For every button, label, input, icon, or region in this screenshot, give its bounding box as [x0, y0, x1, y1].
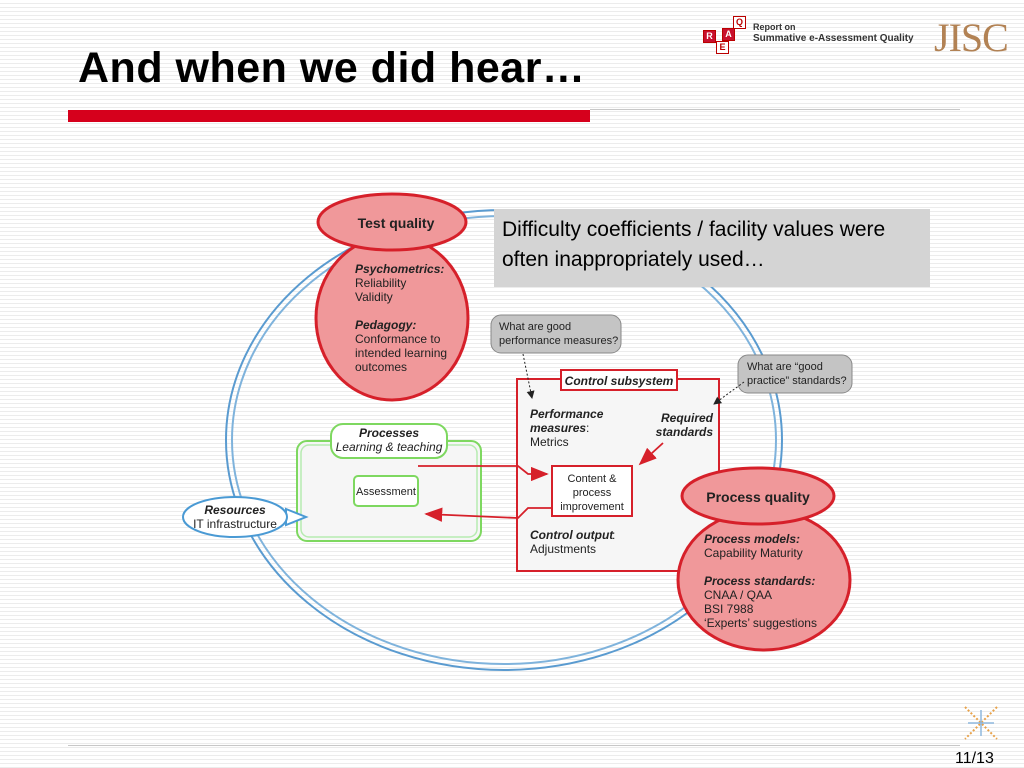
assessment-box — [353, 475, 419, 507]
assessment-label: Assessment — [356, 486, 416, 498]
required-standards-label: Required — [661, 411, 714, 425]
title-underline-bar — [68, 110, 590, 122]
pedagogy-item: intended learning — [355, 346, 447, 360]
control-subsystem-group: Control subsystem Performance measures :… — [418, 369, 720, 572]
process-models-item: Capability Maturity — [704, 546, 803, 560]
process-quality-header — [680, 466, 836, 526]
header-divider — [590, 109, 960, 110]
process-standards-item: ‘Experts’ suggestions — [704, 616, 817, 630]
reaq-letter-q: Q — [733, 16, 746, 29]
resources-subtitle: IT infrastructure — [193, 517, 277, 531]
control-subsystem-title: Control subsystem — [565, 374, 674, 388]
resources-heading: Resources — [204, 503, 266, 517]
psychometrics-heading: Psychometrics: — [355, 262, 444, 276]
reaq-logo-line2: Summative e-Assessment Quality — [753, 33, 914, 44]
pedagogy-heading: Pedagogy: — [355, 318, 416, 332]
reaq-letter-r: R — [703, 30, 716, 43]
test-quality-title: Test quality — [358, 215, 435, 231]
process-quality-title: Process quality — [706, 489, 810, 505]
assessment-to-content-arrow — [418, 465, 549, 482]
jisc-logo: JISC — [934, 15, 1009, 60]
process-models-heading: Process models: — [704, 532, 800, 546]
content-improvement-label: improvement — [560, 501, 624, 513]
process-standards-item: BSI 7988 — [704, 602, 754, 616]
performance-heading: measures — [530, 421, 586, 435]
process-standards-item: CNAA / QAA — [704, 588, 772, 602]
content-improvement-label: process — [573, 487, 612, 499]
control-subsystem-label-box — [560, 369, 678, 391]
slide-title: And when we did hear… — [78, 44, 586, 92]
reaq-logo: R E A Q Report on Summative e-Assessment… — [703, 16, 923, 56]
control-output-colon: : — [612, 528, 615, 542]
control-output-heading: Control output — [530, 528, 614, 542]
decorative-x-icon — [964, 706, 998, 740]
test-quality-group: Test quality Psychometrics: Reliability … — [314, 192, 470, 402]
callout-text: Difficulty coefficients / facility value… — [502, 218, 886, 271]
content-improvement-label: Content & — [568, 473, 618, 485]
pedagogy-item: outcomes — [355, 360, 407, 374]
performance-item: Metrics — [530, 435, 569, 449]
content-improvement-box — [551, 465, 633, 517]
bubble-performance-text: What are good — [499, 321, 571, 333]
page-number: 11/13 — [955, 750, 994, 767]
control-output-item: Adjustments — [530, 542, 596, 556]
processes-heading: Processes — [359, 426, 419, 440]
reaq-letter-e: E — [716, 41, 729, 54]
bubble-performance — [490, 314, 622, 354]
footer-divider — [68, 745, 960, 746]
bubble-practice-group: What are “good practice” standards? — [713, 354, 853, 405]
bubble-performance-pointer — [522, 353, 535, 399]
resources-oval — [182, 496, 288, 538]
bubble-performance-group: What are good performance measures? — [490, 314, 622, 399]
bubble-practice-text: practice” standards? — [747, 375, 847, 387]
reaq-letter-a: A — [722, 28, 735, 41]
process-quality-group: Process quality Process models: Capabili… — [676, 466, 852, 652]
test-quality-header — [316, 192, 468, 252]
psychometrics-item: Validity — [355, 290, 393, 304]
pedagogy-item: Conformance to — [355, 332, 441, 346]
processes-subtitle: Learning & teaching — [336, 440, 443, 454]
processes-group: Processes Learning & teaching Assessment — [296, 423, 482, 542]
performance-colon: : — [586, 421, 589, 435]
bubble-performance-text: performance measures? — [499, 335, 618, 347]
resources-group: Resources IT infrastructure — [182, 496, 309, 538]
callout-box: Difficulty coefficients / facility value… — [494, 209, 930, 287]
content-to-assessment-arrow — [424, 507, 552, 522]
processes-label-box — [330, 423, 448, 459]
bubble-practice — [737, 354, 853, 394]
psychometrics-item: Reliability — [355, 276, 406, 290]
required-standards-label: standards — [656, 425, 714, 439]
process-standards-heading: Process standards: — [704, 574, 815, 588]
reaq-logo-line1: Report on — [753, 22, 796, 32]
performance-heading: Performance — [530, 407, 604, 421]
bubble-practice-text: What are “good — [747, 361, 823, 373]
standards-arrow — [638, 442, 664, 466]
